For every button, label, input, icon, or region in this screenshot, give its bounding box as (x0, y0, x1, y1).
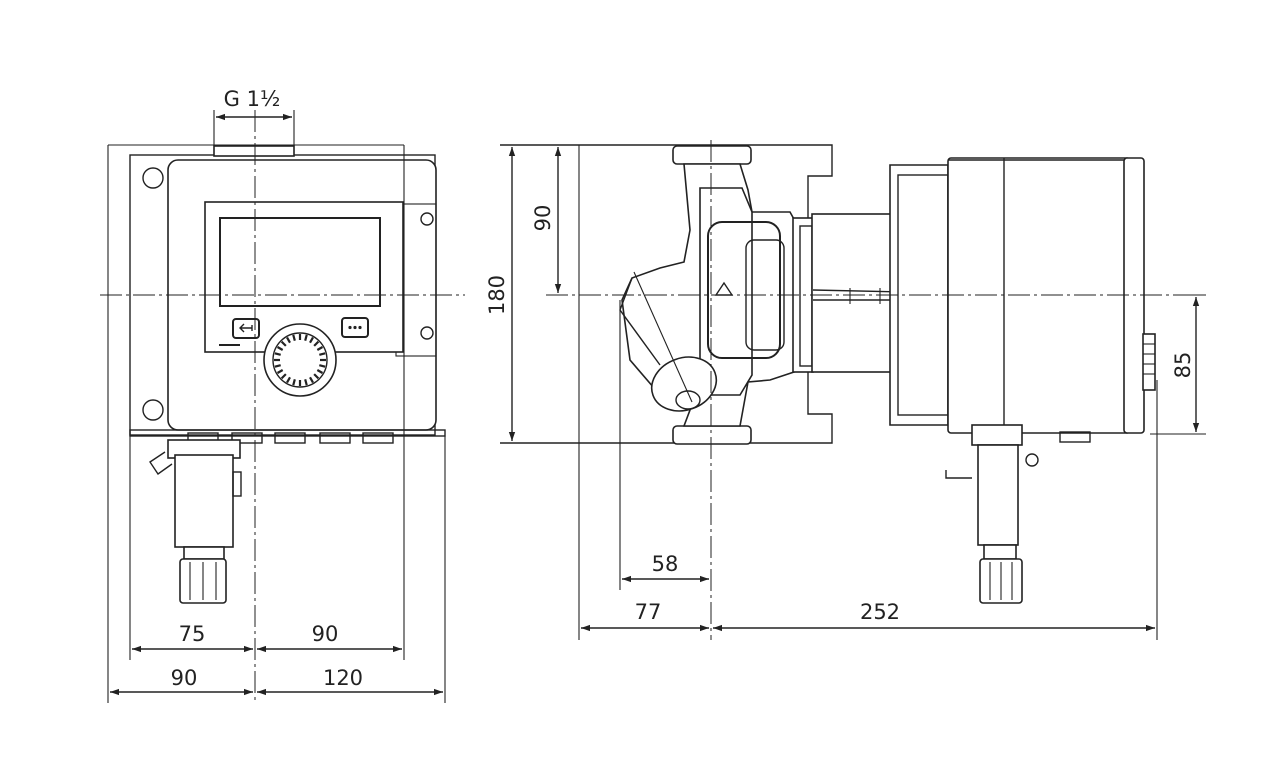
knob-tick (304, 334, 308, 341)
front-dimensions: G 1½ 75 90 90 120 (107, 87, 446, 703)
front-inlet-stub (213, 145, 295, 157)
mount-hole-bottom-left (142, 399, 164, 421)
knob-tick (274, 364, 281, 368)
knob-tick (319, 364, 326, 368)
dim-front-inner-left: 75 (179, 622, 206, 646)
knob-tick (286, 376, 291, 384)
pipe-flange-top (672, 145, 752, 165)
control-knob-icon (263, 323, 337, 397)
dim-side-length: 252 (860, 600, 900, 624)
screw-top-right (420, 212, 434, 226)
knob-tick (286, 336, 291, 344)
dim-side-lower-right: 85 (1171, 352, 1195, 379)
vent-plug-center (675, 390, 701, 410)
knob-tick (309, 376, 314, 384)
knob-tick (319, 352, 326, 356)
knob-tick (274, 352, 281, 356)
side-dimensions: 180 90 85 58 77 252 (485, 144, 1206, 640)
more-dots-icon (341, 317, 369, 338)
knob-tick (276, 346, 284, 351)
knob-tick (276, 369, 284, 374)
display-screen (219, 217, 381, 307)
side-gland (1059, 431, 1091, 443)
cable-glands (187, 432, 394, 444)
dim-side-height: 180 (485, 275, 509, 315)
knob-tick (304, 379, 308, 386)
front-sensor-plug (149, 439, 242, 604)
knob-tick (292, 334, 296, 341)
pump-window-outer (707, 221, 781, 359)
front-bottom-rail (129, 429, 446, 437)
knob-tick (280, 373, 287, 380)
side-sensor-plug (945, 424, 1039, 604)
knob-tick (292, 379, 296, 386)
dim-side-upper: 90 (531, 205, 555, 232)
side-terminal (1142, 333, 1156, 391)
knob-tick (280, 340, 287, 347)
knob-tick (313, 340, 320, 347)
side-view (500, 140, 1206, 640)
dim-front-inner-right: 90 (312, 622, 339, 646)
knob-tick (309, 336, 314, 344)
pipe-flange-bottom (672, 425, 752, 445)
dim-front-outer-right: 120 (323, 666, 363, 690)
back-arrow-icon (232, 318, 260, 339)
knob-tick (313, 373, 320, 380)
dim-front-outer-left: 90 (171, 666, 198, 690)
dim-thread-label: G 1½ (224, 87, 281, 111)
screw-bottom-right (420, 326, 434, 340)
dim-side-inner-left: 58 (652, 552, 679, 576)
knob-tick (316, 369, 324, 374)
dim-side-outer-left: 77 (635, 600, 662, 624)
mount-hole-top-left (142, 167, 164, 189)
knob-tick (316, 346, 324, 351)
front-view (100, 110, 465, 700)
